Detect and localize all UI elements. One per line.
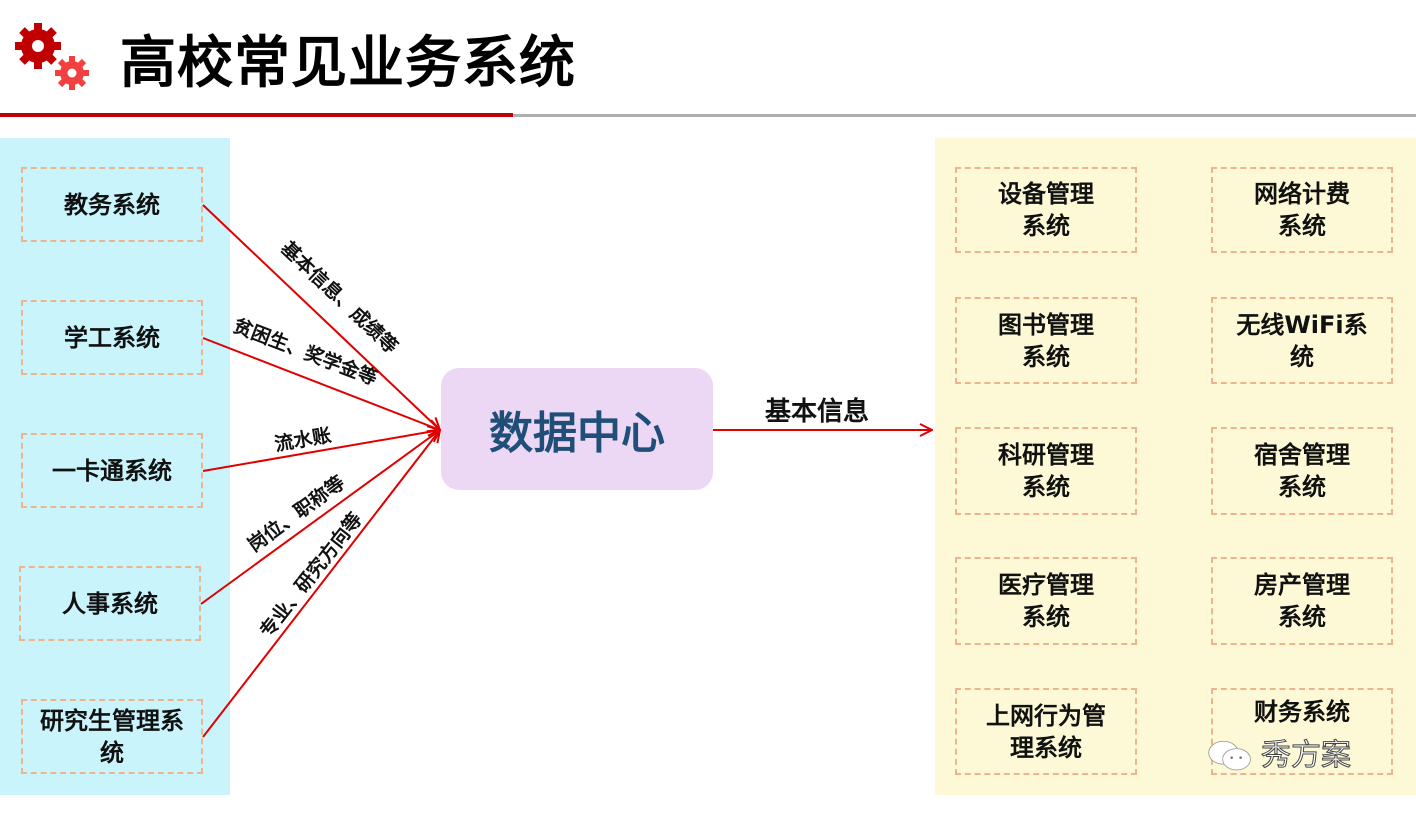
flow-line-hr <box>200 430 440 605</box>
page-title: 高校常见业务系统 <box>120 31 576 96</box>
system-box-property: 房产管理系统 <box>1211 557 1393 645</box>
system-box-equipment: 设备管理系统 <box>955 167 1137 253</box>
output-flow-label: 基本信息 <box>765 396 869 427</box>
title-divider-red <box>0 113 513 117</box>
system-box-wifi: 无线WiFi系统 <box>1211 297 1393 384</box>
data-center-node: 数据中心 <box>441 368 713 490</box>
system-box-student-affairs: 学工系统 <box>21 300 203 375</box>
source-systems-panel <box>0 138 230 795</box>
watermark: 秀方案 <box>1205 738 1352 774</box>
system-box-graduate: 研究生管理系统 <box>21 699 203 774</box>
system-box-campus-card: 一卡通系统 <box>21 433 203 508</box>
flow-line-academic <box>202 204 440 430</box>
system-box-research: 科研管理系统 <box>955 427 1137 515</box>
system-box-network-billing: 网络计费系统 <box>1211 167 1393 253</box>
system-box-medical: 医疗管理系统 <box>955 557 1137 645</box>
system-box-academic: 教务系统 <box>21 167 203 242</box>
watermark-text: 秀方案 <box>1261 738 1352 773</box>
system-box-dormitory: 宿舍管理系统 <box>1211 427 1393 515</box>
gears-icon <box>15 23 89 90</box>
title-divider-grey <box>513 114 1416 117</box>
system-box-library: 图书管理系统 <box>955 297 1137 384</box>
flow-line-campus-card <box>202 430 440 472</box>
wechat-icon <box>1208 740 1251 771</box>
flow-line-graduate <box>202 430 440 738</box>
system-box-hr: 人事系统 <box>19 566 201 641</box>
flow-line-student-affairs <box>202 337 440 430</box>
consumer-systems-panel <box>935 138 1416 795</box>
system-box-finance: 财务系统 <box>1211 688 1393 775</box>
system-box-internet-behavior: 上网行为管理系统 <box>955 688 1137 775</box>
